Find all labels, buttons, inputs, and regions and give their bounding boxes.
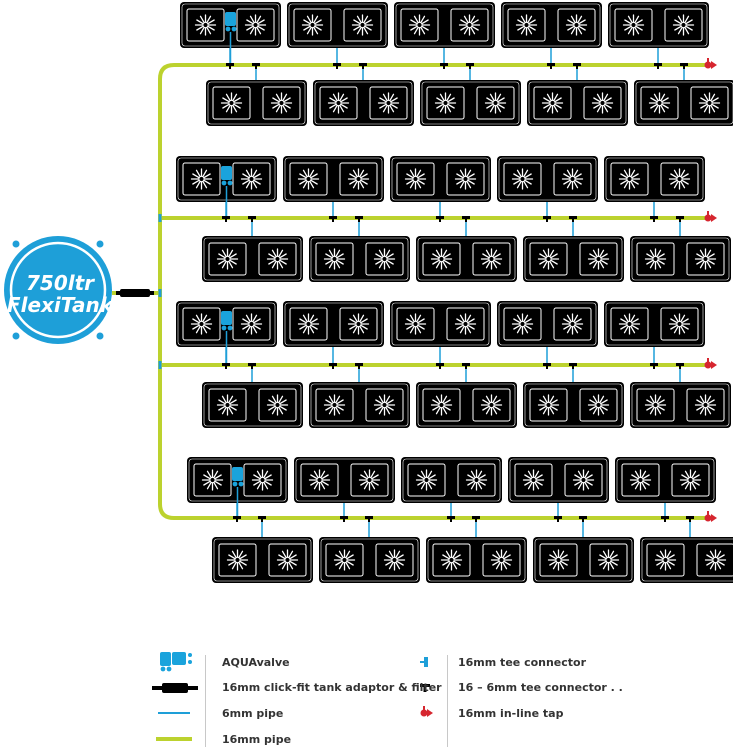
pot-tray-2-a-4 (497, 156, 598, 202)
legend-aquavalve-icon (160, 652, 172, 672)
tank-adaptor-filter-icon (120, 289, 150, 297)
pot-tray-4-b-3 (426, 537, 527, 583)
legend-label-16mm-tee: 16mm tee connector (458, 656, 587, 669)
pot-tray-1-b-1 (206, 80, 307, 126)
pot-tray-3-b-3 (416, 382, 517, 428)
inline-tap-icon-2 (704, 211, 717, 222)
legend-divider-right (447, 655, 448, 747)
main-tee-connector (158, 289, 162, 297)
pot-tray-4-a-3 (401, 457, 502, 503)
aquavalve-icon-3 (221, 311, 233, 331)
inline-tap-icon-4 (704, 511, 717, 522)
pot-tray-2-b-4 (523, 236, 624, 282)
flexitank-icon (4, 236, 112, 344)
pot-tray-3-b-1 (202, 382, 303, 428)
pot-tray-3-b-4 (523, 382, 624, 428)
main-16mm-pipe (158, 63, 176, 520)
pot-tray-3-b-5 (630, 382, 731, 428)
pot-tray-1-b-2 (313, 80, 414, 126)
pot-tray-4-a-5 (615, 457, 716, 503)
pot-tray-2-a-2 (283, 156, 384, 202)
inline-tap-icon-1 (704, 58, 717, 69)
legend-label-inline-tap: 16mm in-line tap (458, 707, 564, 720)
pot-tray-4-a-2 (294, 457, 395, 503)
pot-tray-3-a-4 (497, 301, 598, 347)
pot-tray-2-b-1 (202, 236, 303, 282)
legend-16mm-inline-tap-icon (420, 706, 433, 717)
aquavalve-icon-2 (221, 166, 233, 186)
pot-tray-1-a-3 (394, 2, 495, 48)
pot-tray-4-a-4 (508, 457, 609, 503)
pot-tray-1-b-5 (634, 80, 733, 126)
legend-label-16mm-pipe: 16mm pipe (222, 733, 292, 746)
legend-divider-left (205, 655, 206, 747)
pot-tray-3-a-2 (283, 301, 384, 347)
pot-tray-2-a-3 (390, 156, 491, 202)
pot-tray-3-a-5 (604, 301, 705, 347)
inline-tap-icon-3 (704, 358, 717, 369)
pot-tray-1-a-2 (287, 2, 388, 48)
pot-tray-1-b-4 (527, 80, 628, 126)
pot-tray-3-b-2 (309, 382, 410, 428)
pot-tray-4-b-4 (533, 537, 634, 583)
aquavalve-icon-1 (225, 12, 237, 32)
pot-tray-4-b-2 (319, 537, 420, 583)
pot-tray-4-b-5 (640, 537, 733, 583)
branch-tee-3 (158, 361, 162, 369)
pot-tray-3-a-3 (390, 301, 491, 347)
pot-tray-1-a-4 (501, 2, 602, 48)
legend-label-6mm-pipe: 6mm pipe (222, 707, 284, 720)
pot-tray-1-a-5 (608, 2, 709, 48)
branch-tee-2 (158, 214, 162, 222)
pot-tray-2-b-2 (309, 236, 410, 282)
pot-tray-4-b-1 (212, 537, 313, 583)
legend-label-tank-adaptor: 16mm click-fit tank adaptor & filter (222, 681, 442, 694)
pot-tray-1-b-3 (420, 80, 521, 126)
legend-label-16-6mm-tee: 16 – 6mm tee connector . . (458, 681, 623, 694)
legend-label-aquavalve: AQUAvalve (222, 656, 290, 669)
pot-tray-2-b-3 (416, 236, 517, 282)
pot-tray-2-a-5 (604, 156, 705, 202)
aquavalve-icon-4 (232, 467, 244, 487)
tank-label-line2: FlexiTank (6, 293, 114, 317)
pot-tray-2-b-5 (630, 236, 731, 282)
tank-label-line1: 750ltr (25, 271, 95, 295)
